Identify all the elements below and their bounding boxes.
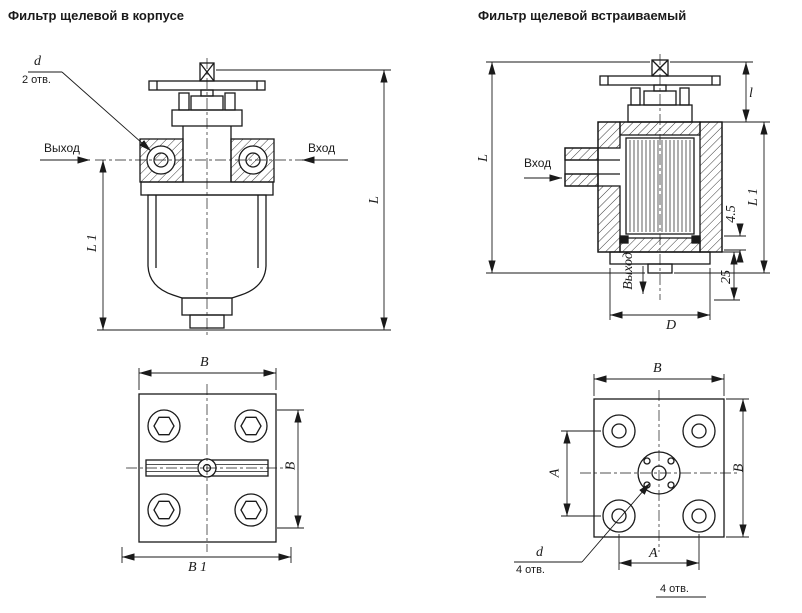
seal-ring-left — [619, 235, 629, 244]
left-front-dimensions — [28, 69, 391, 331]
left-dim-B-right-label: B — [283, 461, 299, 471]
seal-ring-right — [691, 235, 701, 244]
left-hole-dia-label: d — [34, 54, 41, 69]
filter-slots — [629, 140, 691, 232]
left-bottom-dimensions — [121, 368, 304, 563]
right-hole-dia-label: d — [536, 545, 543, 560]
right-hole-count2-label: 4 отв. — [660, 583, 689, 595]
right-dim-L-label: L — [475, 154, 491, 162]
right-hole-count-label: 4 отв. — [516, 564, 545, 576]
left-dim-L1-label: L 1 — [85, 233, 101, 253]
right-outlet-label: Выход — [620, 252, 636, 290]
left-dim-L-label: L — [366, 196, 382, 204]
left-outlet-label: Выход — [44, 141, 80, 155]
right-dim-D-label: D — [666, 318, 677, 333]
right-inlet-label: Вход — [524, 156, 552, 170]
left-dim-B-top-label: B — [200, 355, 209, 370]
right-dim-B-top-label: B — [653, 361, 662, 376]
right-dim-45-label: 4.5 — [723, 205, 739, 223]
right-filter-front-view — [564, 54, 723, 300]
right-dim-A-left-label: A — [547, 468, 563, 478]
right-dim-B-right-label: B — [731, 463, 747, 473]
left-filter-front-view — [139, 58, 275, 338]
right-dim-A-bottom-label: A — [649, 546, 658, 561]
right-front-dimensions — [486, 61, 770, 320]
left-drawing-title: Фильтр щелевой в корпусе — [8, 8, 185, 23]
left-dim-B1-label: B 1 — [188, 560, 208, 575]
left-inlet-label: Вход — [308, 141, 336, 155]
right-dim-l-label: l — [749, 86, 753, 101]
left-hole-count-label: 2 отв. — [22, 74, 51, 86]
right-bottom-dimensions — [514, 374, 749, 598]
right-dim-L1-label: L 1 — [746, 187, 762, 207]
right-drawing-title: Фильтр щелевой встраиваемый — [478, 8, 687, 23]
right-dim-25-label: 25 — [719, 270, 734, 284]
